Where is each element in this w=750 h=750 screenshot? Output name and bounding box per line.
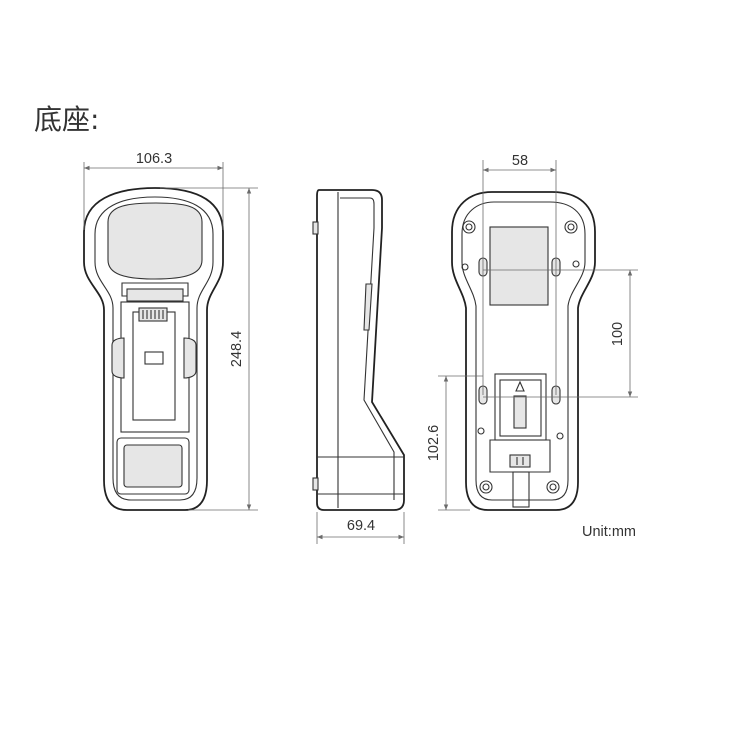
back-top-spacing-label: 58 [512, 153, 528, 169]
front-view [83, 187, 224, 511]
battery-slot [123, 444, 183, 488]
battery-slot-frame [116, 437, 190, 495]
side-grip-profile [363, 283, 373, 331]
back-bottom-height-label: 102.6 [426, 425, 442, 461]
side-outer-outline [316, 189, 405, 511]
back-vertical-spacing-label: 100 [610, 322, 626, 346]
dimension-back-vertical-spacing: 100 [483, 269, 638, 398]
dimension-front-height: 248.4 [160, 187, 258, 511]
cable-compartment-inner [499, 379, 542, 437]
page-title: 底座: [34, 103, 100, 136]
charging-contacts [138, 307, 168, 322]
rj-port [509, 454, 531, 468]
unit-label: Unit:mm [582, 524, 636, 540]
dimension-side-depth: 69.4 [316, 512, 405, 544]
scanner-head-cavity [107, 202, 203, 280]
left-grip-tab [111, 337, 125, 379]
side-foot-tab [312, 477, 319, 491]
dimension-back-bottom-height: 102.6 [426, 375, 483, 511]
front-width-label: 106.3 [136, 151, 172, 167]
cradle-neck [121, 282, 189, 297]
open-arrow-icon [515, 380, 525, 392]
side-button [312, 221, 319, 235]
side-view [312, 189, 405, 511]
contact-pins [142, 310, 164, 319]
right-grip-tab [183, 337, 197, 379]
label-slot [126, 288, 184, 302]
back-inner-outline [461, 201, 586, 501]
dimension-back-top-spacing: 58 [482, 153, 557, 395]
cradle-latch [144, 351, 164, 365]
mounting-screws [461, 220, 580, 494]
cable-channel [489, 439, 551, 473]
front-inner-outline [94, 196, 214, 501]
dimension-front-width: 106.3 [83, 151, 224, 230]
back-label-recess [489, 226, 549, 306]
cable-exit [512, 471, 530, 508]
cable-connector [513, 395, 527, 429]
side-depth-label: 69.4 [347, 518, 375, 534]
front-height-label: 248.4 [229, 331, 245, 367]
back-view [451, 191, 596, 511]
